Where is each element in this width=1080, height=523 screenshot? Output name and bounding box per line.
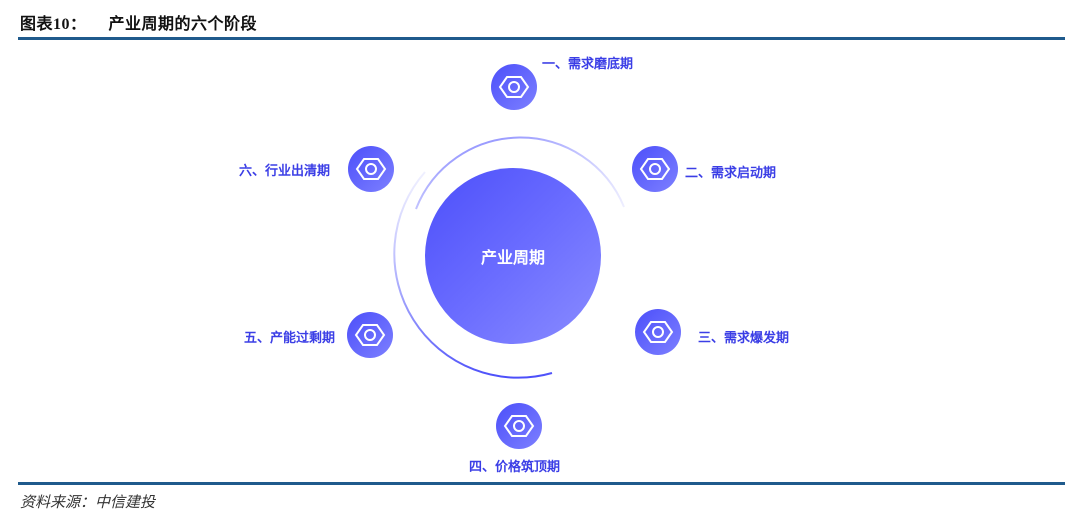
stage-2-label: 二、需求启动期 (685, 166, 777, 181)
hexagon-nut-icon (354, 324, 386, 346)
stage-6-node (348, 146, 394, 192)
stage-1-label: 一、需求磨底期 (542, 57, 634, 72)
figure-number: 10： (53, 16, 87, 33)
hexagon-nut-icon (355, 158, 387, 180)
stage-3-label: 三、需求爆发期 (698, 331, 790, 346)
stage-3-node (635, 309, 681, 355)
stage-5-label: 五、产能过剩期 (244, 331, 336, 346)
center-circle: 产业周期 (425, 168, 601, 344)
hexagon-nut-icon (503, 415, 535, 437)
center-label: 产业周期 (480, 248, 545, 267)
stage-4-label: 四、价格筑顶期 (469, 460, 561, 475)
stage-2-node (632, 146, 678, 192)
stage-5-node (347, 312, 393, 358)
stage-1-node (491, 64, 537, 110)
figure-title: 图表10： 产业周期的六个阶段 (20, 10, 257, 34)
stage-6-label: 六、行业出清期 (239, 164, 331, 179)
stage-4-node (496, 403, 542, 449)
bottom-divider (18, 482, 1065, 485)
source-note: 资料来源：中信建投 (20, 493, 156, 511)
figure-caption: 产业周期的六个阶段 (108, 14, 258, 33)
top-divider (18, 37, 1065, 40)
hexagon-nut-icon (639, 158, 671, 180)
hexagon-nut-icon (498, 76, 530, 98)
hexagon-nut-icon (642, 321, 674, 343)
figure-prefix: 图表 (20, 14, 54, 33)
